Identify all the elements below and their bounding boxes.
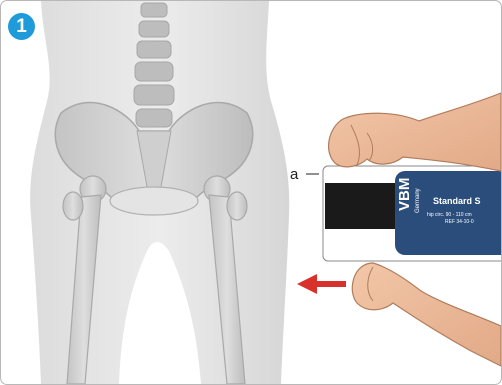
band-brand: VBM [396,178,413,211]
band-brand-country: Germany [415,188,421,213]
band-product-title: Standard S [433,196,481,206]
callout-label-a: a [290,166,298,183]
band-size-text: hip circ. 90 - 110 cm [427,212,472,218]
step-number-badge: 1 [8,13,35,40]
direction-arrow [297,274,346,294]
lower-hand [352,263,501,366]
upper-hand [329,93,501,171]
band-ref-text: REF 34-10-0 [445,219,474,225]
